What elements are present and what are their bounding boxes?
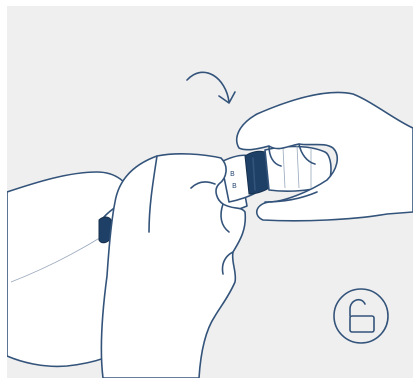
unlock-padlock-icon [334, 289, 388, 343]
illustration-panel: B B [7, 6, 413, 378]
svg-text:B: B [230, 170, 235, 178]
clockwise-arrow-icon [187, 72, 235, 103]
svg-text:B: B [232, 182, 237, 190]
instruction-illustration: B B [7, 6, 413, 378]
